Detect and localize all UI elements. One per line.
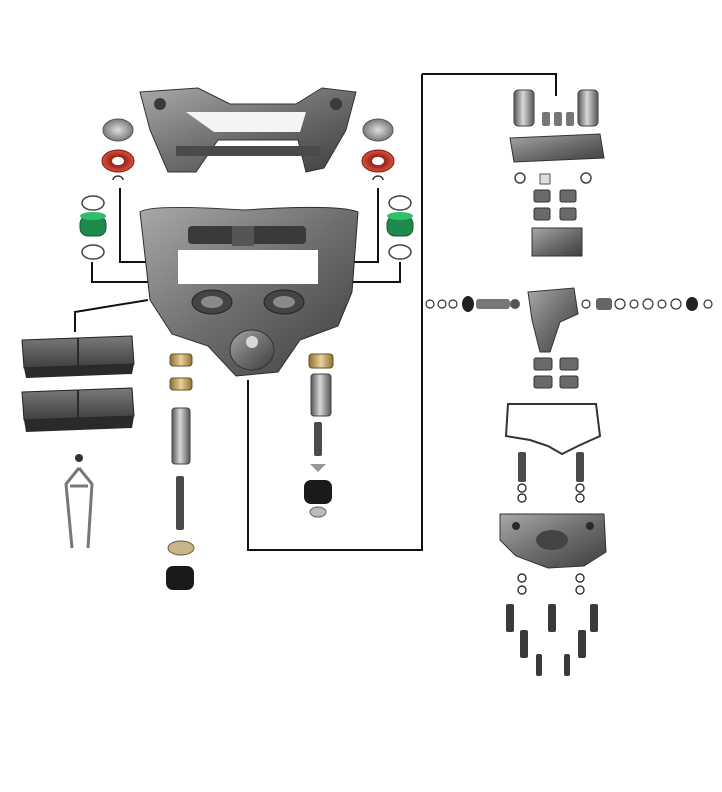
brake-pads [21,335,135,432]
right-seal-stack [361,118,414,260]
tappet-clips [514,172,592,184]
actuating-lever [527,287,579,353]
adjuster-shaft [476,299,510,309]
left-bushing-lower [169,377,193,391]
right-guide-bolt [314,422,322,456]
brake-pad-upper [21,335,135,378]
cover-plate [499,513,607,569]
right-circlip [372,175,384,181]
right-red-seal [361,149,395,173]
tappet-assembly [509,89,605,257]
right-bolt-washer [310,464,326,472]
tappet-yoke [531,227,583,257]
lever-and-bearings [533,357,579,389]
right-guide-sleeve [310,373,332,417]
left-bolt-washer [167,540,195,556]
left-circlip [112,175,124,181]
right-guide-pin-kit [304,353,334,518]
left-guide-bolt [176,476,184,530]
caliper-housing [139,206,359,377]
left-guide-pin-kit [166,353,195,590]
tappet-piston-left [513,89,535,127]
tappet-springs [542,112,574,126]
leader-line-right-ring [348,262,401,283]
right-end-cap [309,506,327,518]
cover-bolt-stack-upper [517,452,585,503]
tappet-thrust-pieces [533,189,577,221]
right-dust-cap [362,118,394,142]
cover-bolts [506,573,598,676]
housing-dome [229,329,275,371]
carrier-bracket [139,87,357,173]
right-rubber-boot [304,480,332,504]
leader-line-pad [74,299,149,332]
tappet-piston-right [577,89,599,127]
leader-line-left-ring [91,262,150,283]
tappet-bridge [509,133,605,163]
left-o-ring-top [81,195,105,211]
left-red-seal [101,149,135,173]
pad-retaining-spring [64,454,94,549]
brake-pad-lower [21,387,135,432]
adjuster-shaft-assembly [425,287,713,353]
right-bushing [308,353,334,369]
leader-line-housing-to-mechanism [247,74,423,551]
left-seal-stack [79,118,135,260]
right-o-ring-bottom [388,244,412,260]
leader-line-tappet-bracket [422,73,557,96]
right-o-ring-top [388,195,412,211]
housing-gasket [504,403,602,456]
left-bushing-upper [169,353,193,367]
left-o-ring-bottom [81,244,105,260]
left-guide-sleeve [171,407,191,465]
left-dust-cap [102,118,134,142]
left-rubber-boot [166,566,194,590]
